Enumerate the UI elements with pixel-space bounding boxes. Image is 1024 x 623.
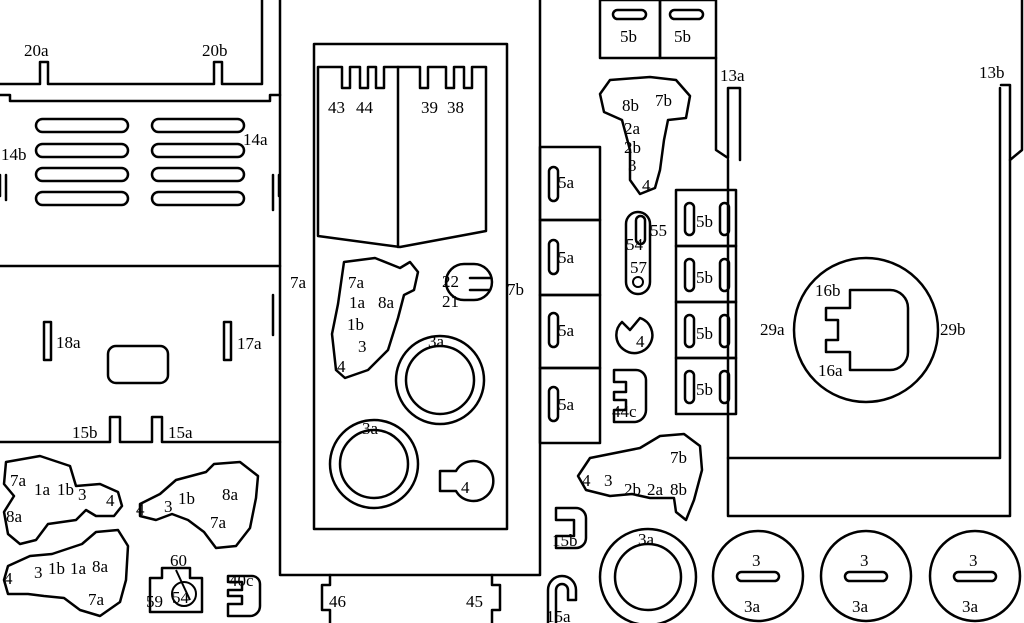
label-4-small: 4: [461, 478, 470, 497]
middle-right-pieces: 5b 5b 8b 7b 2a 2b 3 4 5a 5a 5a 5a 55 54 …: [538, 0, 738, 623]
label-8a-q: 8a: [92, 557, 109, 576]
label-3-q: 3: [34, 563, 43, 582]
label-46: 46: [329, 592, 346, 611]
label-3a-disc-3: 3a: [962, 597, 979, 616]
label-piece-3: 3: [358, 337, 367, 356]
label-57: 57: [630, 258, 648, 277]
label-5a-1: 5a: [558, 173, 575, 192]
label-15b-bottom: 15b: [552, 531, 578, 550]
label-8b: 8b: [622, 96, 639, 115]
label-60: 60: [170, 551, 187, 570]
label-14b: 14b: [1, 145, 27, 164]
label-14a: 14a: [243, 130, 268, 149]
label-4-upper: 4: [642, 176, 651, 195]
label-2a: 2a: [624, 119, 641, 138]
label-16b: 16b: [815, 281, 841, 300]
label-4-mid: 4: [636, 332, 645, 351]
label-38: 38: [447, 98, 464, 117]
label-4-bottom: 4: [582, 471, 591, 490]
label-piece-8a: 8a: [378, 293, 395, 312]
label-7b-center: 7b: [507, 280, 524, 299]
label-1a-a: 1a: [34, 480, 51, 499]
label-piece-1b: 1b: [347, 315, 364, 334]
label-3a-upper: 3a: [428, 332, 445, 351]
label-1a-q: 1a: [70, 559, 87, 578]
label-17a: 17a: [237, 334, 262, 353]
label-15a-bottom: 15a: [546, 607, 571, 623]
label-59: 59: [146, 592, 163, 611]
label-44c: 44c: [612, 402, 637, 421]
label-20b: 20b: [202, 41, 228, 60]
label-7a-q: 7a: [88, 590, 105, 609]
label-5b-top-2: 5b: [674, 27, 691, 46]
label-piece-7a: 7a: [348, 273, 365, 292]
label-7a-a: 7a: [10, 471, 27, 490]
label-3-m: 3: [164, 497, 173, 516]
label-43: 43: [328, 98, 345, 117]
label-5a-2: 5a: [558, 248, 575, 267]
left-top-panel: 20a 20b 14b 14a: [0, 0, 282, 268]
label-5a-4: 5a: [558, 395, 575, 414]
label-piece-1a: 1a: [349, 293, 366, 312]
label-29a: 29a: [760, 320, 785, 339]
bottom-discs: 3 3a 3 3a 3 3a: [711, 529, 1022, 623]
label-20a: 20a: [24, 41, 49, 60]
label-1b-q: 1b: [48, 559, 65, 578]
label-54: 54: [626, 235, 644, 254]
label-16a: 16a: [818, 361, 843, 380]
label-13a: 13a: [720, 66, 745, 85]
label-7b: 7b: [655, 91, 672, 110]
label-3-upper: 3: [628, 156, 637, 175]
label-2b: 2b: [624, 138, 641, 157]
label-45: 45: [466, 592, 483, 611]
label-1b-a: 1b: [57, 480, 74, 499]
center-main-panel: 43 44 39 38 7a 7b 7a 1a 8a 1b 3 4 22 21 …: [278, 0, 542, 623]
right-main-panel: 13a 13b 16b 16a 29a 29b: [714, 0, 1024, 518]
label-3-disc-3: 3: [969, 551, 978, 570]
label-22: 22: [442, 272, 459, 291]
label-39: 39: [421, 98, 438, 117]
label-3-bottom: 3: [604, 471, 613, 490]
label-44: 44: [356, 98, 374, 117]
label-piece-4: 4: [337, 357, 346, 376]
label-40c: 40c: [229, 571, 254, 590]
label-8a-m: 8a: [222, 485, 239, 504]
label-4-m: 4: [136, 500, 145, 519]
label-3a-disc-2: 3a: [852, 597, 869, 616]
label-3-disc-1: 3: [752, 551, 761, 570]
label-1b-m: 1b: [178, 489, 195, 508]
label-55: 55: [650, 221, 667, 240]
left-middle-panel: 18a 17a 15b 15a: [0, 293, 282, 444]
label-54-bottom: 54: [172, 588, 190, 607]
bottom-left-pieces: 7a 1a 1b 3 4 8a 4 3 1b 8a 7a 4 3 1b 1a 8…: [2, 454, 262, 618]
label-4-a: 4: [106, 491, 115, 510]
label-5a-3: 5a: [558, 321, 575, 340]
label-7b-bottom: 7b: [670, 448, 687, 467]
label-29b: 29b: [940, 320, 966, 339]
label-7a-m: 7a: [210, 513, 227, 532]
label-5b-3: 5b: [696, 212, 713, 231]
label-21: 21: [442, 292, 459, 311]
label-5b-4: 5b: [696, 268, 713, 287]
label-3-a: 3: [78, 485, 87, 504]
label-13b: 13b: [979, 63, 1005, 82]
label-8a-a: 8a: [6, 507, 23, 526]
label-3a-lower: 3a: [362, 419, 379, 438]
label-5b-top-1: 5b: [620, 27, 637, 46]
label-2a-bottom: 2a: [647, 480, 664, 499]
label-3a-disc-1: 3a: [744, 597, 761, 616]
label-15b: 15b: [72, 423, 98, 442]
label-7a-center: 7a: [290, 273, 307, 292]
label-8b-bottom: 8b: [670, 480, 687, 499]
label-5b-5: 5b: [696, 324, 713, 343]
label-15a: 15a: [168, 423, 193, 442]
label-3a-bottom: 3a: [638, 530, 655, 549]
label-2b-bottom: 2b: [624, 480, 641, 499]
label-18a: 18a: [56, 333, 81, 352]
label-4-q: 4: [4, 569, 13, 588]
label-5b-6: 5b: [696, 380, 713, 399]
label-3-disc-2: 3: [860, 551, 869, 570]
